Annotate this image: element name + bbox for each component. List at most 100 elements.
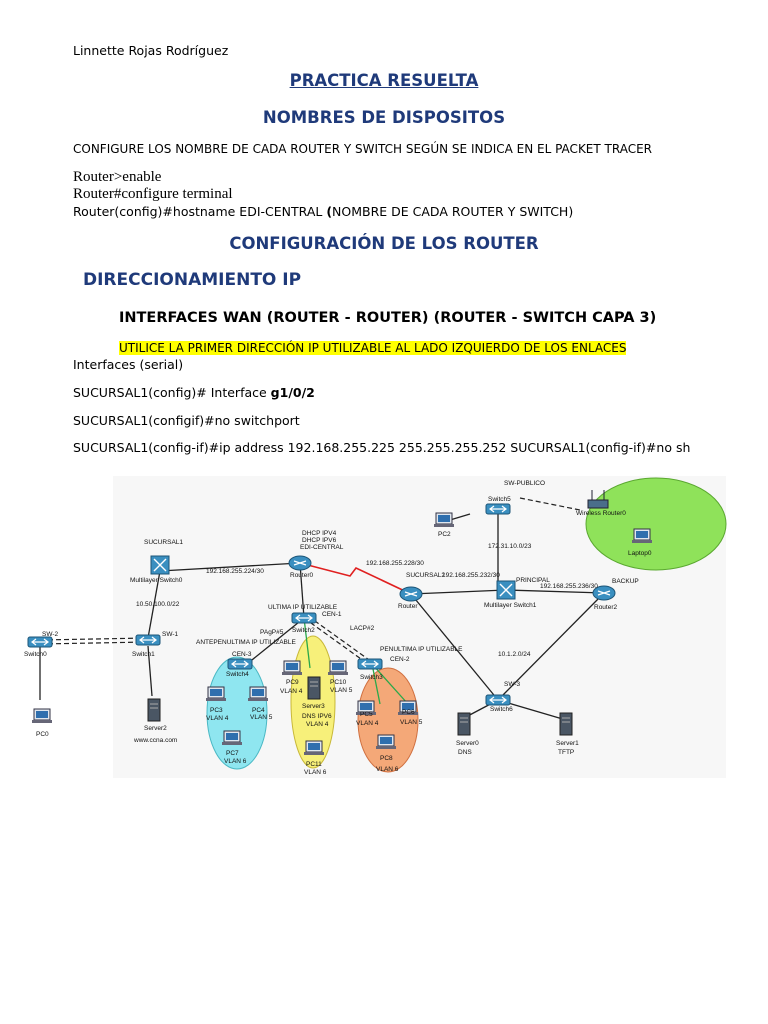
lbl-pc7: PC7 [226, 750, 239, 757]
orange-cloud [357, 667, 419, 773]
lbl-server0: Server0 [456, 740, 479, 747]
multilayer-switch1-icon[interactable] [496, 580, 516, 600]
lbl-lacp: LACP#2 [350, 625, 375, 632]
green-links [303, 617, 409, 705]
etherchannel-links [39, 497, 581, 665]
lbl-multilayer-switch1: Multilayer Switch1 [484, 602, 537, 609]
lbl-tftp: TFTP [558, 749, 574, 756]
network-topology-diagram: SW-PUBLICO Switch5 Wireless Router0 PC2 … [24, 476, 727, 778]
green-cloud [585, 477, 727, 571]
switch1-icon[interactable] [135, 634, 161, 646]
router-icon[interactable] [399, 586, 423, 602]
lbl-backup: BACKUP [612, 578, 639, 585]
lbl-vlan4-a: VLAN 4 [280, 688, 303, 695]
lbl-server1: Server1 [556, 740, 579, 747]
section-wan: INTERFACES WAN (ROUTER - ROUTER) (ROUTER… [119, 310, 657, 326]
server1-icon[interactable] [559, 712, 573, 736]
cmd-hostname: Router(config)#hostname EDI-CENTRAL (NOM… [73, 204, 573, 219]
wireless-router-icon[interactable] [587, 490, 609, 509]
lbl-vlan4-c: VLAN 4 [206, 715, 229, 722]
cyan-cloud [206, 656, 268, 770]
yellow-cloud [290, 635, 336, 769]
cmd-interface: SUCURSAL1(config)# Interface g1/0/2 [73, 385, 315, 400]
lbl-router2: Router2 [594, 604, 618, 611]
section-router: CONFIGURACIÓN DE LOS ROUTER [229, 234, 539, 253]
highlight-note-text: UTILICE LA PRIMER DIRECCIÓN IP UTILIZABL… [119, 341, 627, 355]
switch4-icon[interactable] [227, 658, 253, 670]
lbl-sw1: SW-1 [162, 631, 179, 638]
laptop0-icon[interactable] [631, 528, 653, 544]
switch2-icon[interactable] [291, 612, 317, 624]
server0-icon[interactable] [457, 712, 471, 736]
lbl-switch5: Switch5 [488, 496, 511, 503]
switch5-icon[interactable] [485, 503, 511, 515]
interfaces-serial: Interfaces (serial) [73, 357, 184, 372]
instruction-text: CONFIGURE LOS NOMBRE DE CADA ROUTER Y SW… [73, 142, 653, 156]
lbl-sw-publico: SW-PUBLICO [504, 480, 545, 487]
switch3-icon[interactable] [357, 658, 383, 670]
router0-icon[interactable] [288, 555, 312, 571]
lbl-vlan5-c: VLAN 5 [400, 719, 423, 726]
lbl-vlan5-b: VLAN 5 [250, 714, 273, 721]
switch0-icon[interactable] [27, 636, 53, 648]
serial-link [299, 562, 412, 595]
switch6-icon[interactable] [485, 694, 511, 706]
lbl-vlan6-c: VLAN 6 [376, 766, 399, 773]
lbl-server3: Server3 [302, 703, 325, 710]
pc0-icon[interactable] [31, 708, 53, 724]
lbl-pc10: PC10 [330, 679, 347, 686]
pc8-icon[interactable] [375, 734, 397, 750]
server2-icon[interactable] [147, 698, 161, 722]
lbl-dhcp-ipv6: DHCP IPV6 [302, 537, 337, 544]
lbl-vlan4-b: VLAN 4 [306, 721, 329, 728]
pc4-icon[interactable] [247, 686, 269, 702]
cmd-hostname-paren: ( [326, 204, 333, 219]
author-name: Linnette Rojas Rodríguez [73, 43, 229, 58]
lbl-net-172: 172.31.10.0/23 [488, 543, 532, 550]
lbl-switch6: Switch6 [490, 706, 513, 713]
lbl-server2: Server2 [144, 725, 167, 732]
lbl-net-236: 192.168.255.236/30 [540, 583, 598, 590]
lbl-router: Router [398, 603, 418, 610]
lbl-dns: DNS [458, 749, 472, 756]
lbl-net-228: 192.168.255.228/30 [366, 560, 424, 567]
lbl-pagp: PAgP#5 [260, 629, 284, 636]
lbl-sucursal2: SUCURSAL2 [406, 572, 445, 579]
pc2-icon[interactable] [433, 512, 455, 528]
lbl-sw2: SW-2 [42, 631, 59, 638]
server3-icon[interactable] [307, 676, 321, 700]
pc7-icon[interactable] [221, 730, 243, 746]
lbl-switch2: Switch2 [292, 627, 315, 634]
pc3-icon[interactable] [205, 686, 227, 702]
lbl-pc8: PC8 [380, 755, 393, 762]
lbl-net-224: 192.168.255.224/30 [206, 568, 264, 575]
multilayer-switch0-icon[interactable] [150, 555, 170, 575]
lbl-cen2: CEN-2 [390, 656, 410, 663]
lbl-switch3: Switch3 [360, 674, 383, 681]
lbl-switch0: Switch0 [24, 651, 47, 658]
pc10-icon[interactable] [327, 660, 349, 676]
lbl-vlan6-a: VLAN 6 [304, 769, 327, 776]
lbl-router0: Router0 [290, 572, 314, 579]
pc11-icon[interactable] [303, 740, 325, 756]
lbl-ultima-ip: ULTIMA IP UTILIZABLE [268, 604, 338, 611]
pc9-icon[interactable] [281, 660, 303, 676]
lbl-pc3: PC3 [210, 707, 223, 714]
lbl-vlan5-a: VLAN 5 [330, 687, 353, 694]
lbl-pc2: PC2 [438, 531, 451, 538]
cmd-hostname-prefix: Router(config)#hostname EDI-CENTRAL [73, 204, 327, 219]
lbl-pc9: PC9 [286, 679, 299, 686]
ethernet-links [39, 513, 605, 721]
cmd-ipaddress: SUCURSAL1(config-if)#ip address 192.168.… [73, 440, 691, 455]
lbl-penultima: PENULTIMA IP UTILIZABLE [380, 646, 463, 653]
lbl-pc4: PC4 [252, 707, 265, 714]
lbl-wireless-router: Wireless Router0 [576, 510, 626, 517]
lbl-laptop0: Laptop0 [628, 550, 652, 557]
lbl-multilayer-switch0: Multilayer Switch0 [130, 577, 183, 584]
lbl-antepenultima: ANTEPENULTIMA IP UTILIZABLE [196, 639, 296, 646]
lbl-principal: PRINCIPAL [516, 577, 550, 584]
lbl-vlan6-b: VLAN 6 [224, 758, 247, 765]
lbl-cen1: CEN-1 [322, 611, 342, 618]
lbl-switch4: Switch4 [226, 671, 249, 678]
highlight-note: UTILICE LA PRIMER DIRECCIÓN IP UTILIZABL… [119, 341, 627, 355]
